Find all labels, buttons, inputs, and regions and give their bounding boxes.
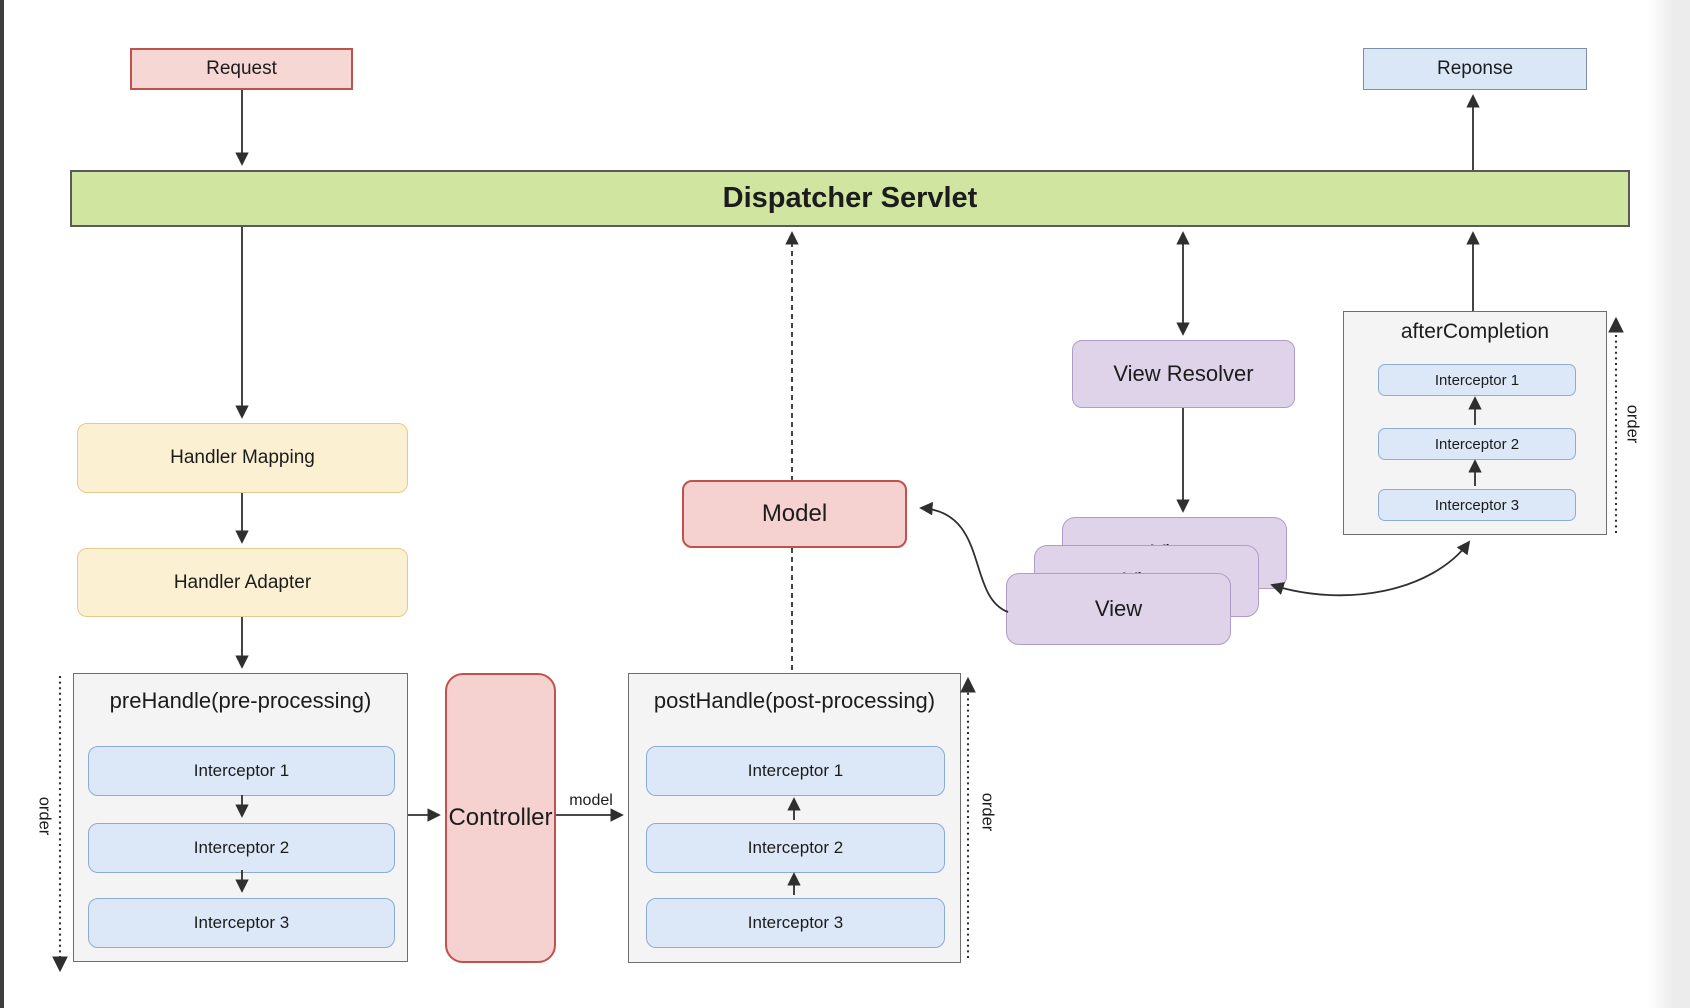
prehandle-interceptor-3: Interceptor 3 bbox=[88, 898, 395, 948]
prehandle-interceptor-2: Interceptor 2 bbox=[88, 823, 395, 873]
order-label-aftercompletion: order bbox=[1623, 404, 1642, 444]
posthandle-interceptor-2: Interceptor 2 bbox=[646, 823, 945, 873]
posthandle-interceptor-3: Interceptor 3 bbox=[646, 898, 945, 948]
response-box: Reponse bbox=[1363, 48, 1587, 90]
view-resolver-label: View Resolver bbox=[1113, 361, 1254, 386]
aftercompletion-title: afterCompletion bbox=[1400, 320, 1550, 343]
view-box-front: View bbox=[1006, 573, 1231, 645]
aftercompletion-group: afterCompletion Interceptor 1 Intercepto… bbox=[1343, 311, 1607, 535]
request-box: Request bbox=[130, 48, 353, 90]
aftercompletion-interceptor-1: Interceptor 1 bbox=[1378, 364, 1576, 396]
response-label: Reponse bbox=[1436, 58, 1514, 79]
dispatcher-servlet-label: Dispatcher Servlet bbox=[722, 182, 978, 214]
handler-mapping-label: Handler Mapping bbox=[170, 447, 315, 468]
prehandle-interceptor-1: Interceptor 1 bbox=[88, 746, 395, 796]
model-edge-label: model bbox=[569, 792, 613, 809]
aftercompletion-interceptor-3: Interceptor 3 bbox=[1378, 489, 1576, 521]
order-label-prehandle: order bbox=[35, 796, 54, 836]
posthandle-interceptor-1: Interceptor 1 bbox=[646, 746, 945, 796]
view-label: View bbox=[1094, 596, 1143, 621]
aftercompletion-interceptor-2: Interceptor 2 bbox=[1378, 428, 1576, 460]
prehandle-group: preHandle(pre-processing) Interceptor 1 … bbox=[73, 673, 408, 962]
posthandle-title: postHandle(post-processing) bbox=[653, 688, 936, 713]
controller-box: Controller bbox=[445, 673, 556, 963]
prehandle-title: preHandle(pre-processing) bbox=[109, 688, 372, 713]
page-left-border bbox=[0, 0, 4, 1008]
view-resolver-box: View Resolver bbox=[1072, 340, 1295, 408]
curve-view-to-model bbox=[919, 501, 1009, 613]
handler-adapter-label: Handler Adapter bbox=[173, 571, 312, 593]
curve-view-aftercompletion-bidir bbox=[1270, 540, 1471, 597]
page-right-margin bbox=[1648, 0, 1690, 1008]
handler-adapter-box: Handler Adapter bbox=[77, 548, 408, 617]
model-label: Model bbox=[761, 500, 828, 527]
dispatcher-servlet-bar: Dispatcher Servlet bbox=[70, 170, 1630, 227]
model-box: Model bbox=[682, 480, 907, 548]
handler-mapping-box: Handler Mapping bbox=[77, 423, 408, 493]
posthandle-group: postHandle(post-processing) Interceptor … bbox=[628, 673, 961, 963]
order-label-posthandle: order bbox=[978, 792, 997, 832]
controller-label: Controller bbox=[448, 804, 553, 831]
request-label: Request bbox=[206, 58, 277, 79]
